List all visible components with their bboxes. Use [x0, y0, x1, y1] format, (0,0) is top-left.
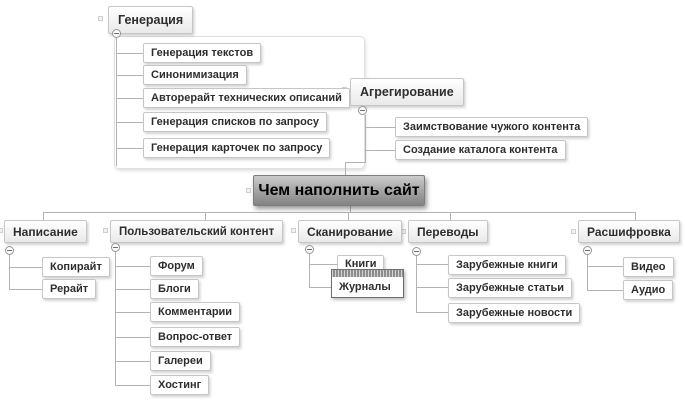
subtopic[interactable]: Заимствование чужого контента: [395, 117, 589, 137]
connector-line: [345, 162, 346, 176]
connector-line: [350, 205, 351, 212]
connector-line: [635, 212, 636, 221]
collapse-button-scanning[interactable]: [305, 245, 314, 254]
collapse-button-generation[interactable]: [112, 29, 121, 38]
connector-handle: [0, 228, 3, 233]
topic-translations[interactable]: Переводы: [408, 220, 488, 243]
connector-line: [309, 264, 337, 265]
subtopic[interactable]: Видео: [623, 257, 674, 277]
connector-line: [115, 337, 150, 338]
connector-line: [116, 53, 143, 54]
connector-line: [115, 289, 150, 290]
topic-scanning[interactable]: Сканирование: [298, 220, 402, 243]
connector-line: [43, 212, 44, 221]
collapse-button-translations[interactable]: [412, 247, 421, 256]
collapse-button-transcription[interactable]: [583, 246, 592, 255]
connector-line: [416, 264, 448, 265]
connector-line: [115, 361, 150, 362]
connector-line: [9, 289, 42, 290]
connector-line: [587, 266, 623, 267]
connector-line: [416, 287, 448, 288]
connector-line: [348, 212, 349, 221]
connector-line: [116, 148, 143, 149]
subtopic[interactable]: Аудио: [623, 280, 674, 300]
subtopic[interactable]: Зарубежные новости: [448, 303, 581, 323]
connector-line: [416, 255, 417, 312]
connector-line: [115, 252, 116, 385]
collapse-button-user-content[interactable]: [111, 243, 120, 252]
subtopic[interactable]: Зарубежные статьи: [448, 278, 573, 298]
central-topic[interactable]: Чем наполнить сайт: [253, 175, 425, 206]
connector-line: [116, 75, 143, 76]
subtopic[interactable]: Галереи: [150, 351, 211, 371]
connector-handle: [291, 228, 296, 233]
subtopic[interactable]: Авторерайт технических описаний: [143, 88, 350, 108]
connector-line: [9, 255, 10, 289]
connector-handle: [103, 228, 108, 233]
topic-generation[interactable]: Генерация: [108, 6, 194, 34]
connector-handle: [98, 16, 103, 21]
selected-subtopic[interactable]: Журналы: [331, 269, 404, 298]
connector-line: [365, 127, 395, 128]
subtopic[interactable]: Хостинг: [150, 375, 210, 395]
subtopic[interactable]: Создание каталога контента: [395, 140, 566, 160]
connector-line: [116, 98, 143, 99]
subtopic[interactable]: Рерайт: [42, 279, 97, 299]
connector-handle: [571, 229, 576, 234]
connector-line: [115, 312, 150, 313]
subtopic[interactable]: Генерация текстов: [143, 43, 262, 63]
subtopic[interactable]: Блоги: [150, 279, 199, 299]
subtopic[interactable]: Генерация карточек по запросу: [143, 138, 331, 158]
collapse-button-writing[interactable]: [5, 246, 14, 255]
connector-line: [115, 266, 150, 267]
connector-line: [43, 212, 635, 213]
subtopic[interactable]: Синонимизация: [143, 65, 247, 85]
connector-line: [416, 312, 448, 313]
connector-line: [587, 290, 623, 291]
topic-transcription[interactable]: Расшифровка: [578, 220, 680, 243]
connector-line: [450, 212, 451, 221]
connector-line: [116, 38, 117, 166]
topic-writing[interactable]: Написание: [4, 220, 87, 243]
connector-line: [115, 385, 150, 386]
subtopic-label: Журналы: [339, 281, 391, 293]
subtopic[interactable]: Зарубежные книги: [448, 255, 566, 275]
subtopic[interactable]: Копирайт: [42, 257, 110, 277]
connector-line: [345, 162, 366, 163]
connector-line: [587, 254, 588, 290]
connector-line: [116, 122, 143, 123]
connector-line: [365, 115, 366, 162]
subtopic[interactable]: Форум: [150, 256, 203, 276]
collapse-button-aggregation[interactable]: [358, 106, 367, 115]
subtopic[interactable]: Вопрос-ответ: [150, 327, 241, 347]
selected-node-titlebar[interactable]: [332, 270, 403, 277]
subtopic[interactable]: Генерация списков по запросу: [143, 112, 327, 132]
connector-handle: [246, 188, 251, 193]
connector-line: [309, 253, 310, 287]
connector-line: [9, 267, 42, 268]
topic-aggregation[interactable]: Агрегирование: [350, 78, 464, 106]
connector-line: [309, 287, 331, 288]
connector-line: [365, 150, 395, 151]
subtopic[interactable]: Книги: [337, 255, 385, 273]
subtopic[interactable]: Комментарии: [150, 302, 241, 322]
connector-line: [205, 212, 206, 221]
topic-user-content[interactable]: Пользовательский контент: [110, 220, 284, 243]
